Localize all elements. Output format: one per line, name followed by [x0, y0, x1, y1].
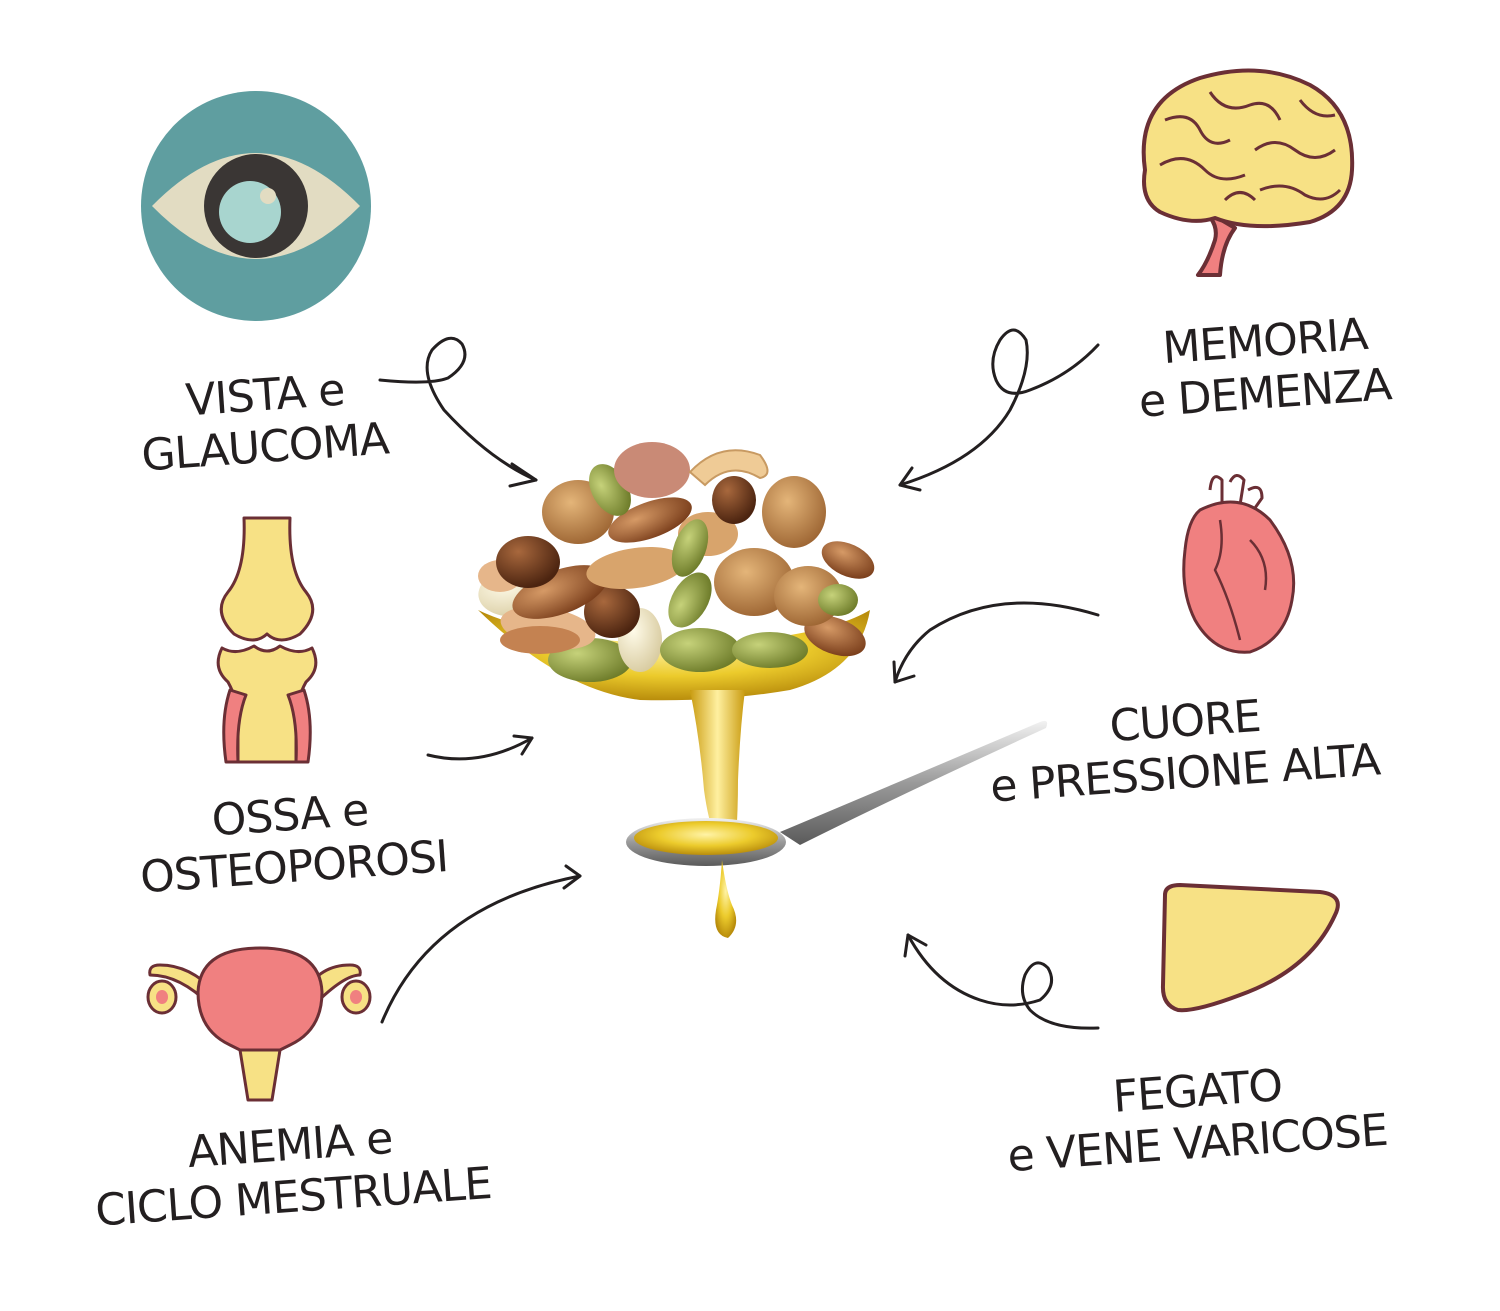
- label-anemia: ANEMIA e CICLO MESTRUALE: [94, 1113, 493, 1237]
- arrow-cuore: [892, 601, 1100, 684]
- knee-joint-icon: [216, 516, 318, 764]
- liver-icon: [1160, 883, 1340, 1013]
- arrow-anemia: [380, 864, 582, 1024]
- label-cuore: CUORE e PRESSIONE ALTA: [980, 691, 1390, 813]
- label-fegato: FEGATO e VENE VARICOSE: [1000, 1060, 1395, 1182]
- brain-icon: [1141, 68, 1355, 277]
- uterus-icon: [146, 946, 372, 1102]
- heart-icon: [1182, 474, 1296, 654]
- eye-icon: [141, 91, 371, 321]
- label-ossa: OSSA e OSTEOPOROSI: [139, 785, 450, 904]
- nuts-heap: [478, 442, 875, 682]
- arrows: [378, 328, 1100, 1030]
- arrow-fegato: [903, 933, 1100, 1030]
- arrow-ossa: [426, 734, 534, 761]
- label-vista: VISTA e GLAUCOMA: [140, 365, 390, 482]
- arrow-vista: [378, 336, 538, 488]
- label-memoria: MEMORIA e DEMENZA: [1130, 309, 1400, 428]
- nuts-and-oil-spoon-image: [478, 442, 1048, 938]
- arrow-memoria: [898, 328, 1100, 492]
